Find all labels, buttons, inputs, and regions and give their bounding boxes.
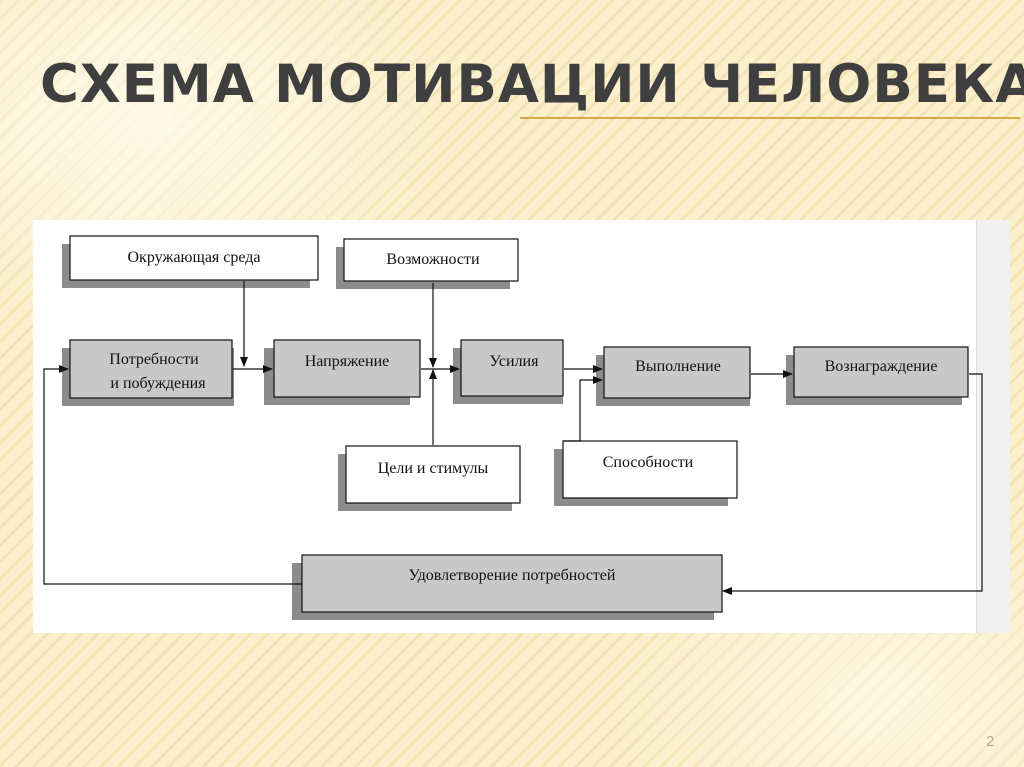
node-reward-label: Вознаграждение bbox=[825, 358, 938, 375]
node-efforts-label: Усилия bbox=[490, 353, 540, 370]
slide-title: СХЕМА МОТИВАЦИИ ЧЕЛОВЕКА bbox=[40, 54, 1024, 115]
title-underline bbox=[520, 117, 1020, 119]
node-satisfaction: Удовлетворение потребностей bbox=[292, 554, 723, 620]
node-needs-label-line1: Потребности bbox=[109, 351, 199, 368]
node-tension-label: Напряжение bbox=[305, 353, 390, 370]
node-goals: Цели и стимулы bbox=[338, 445, 521, 511]
node-needs-label-line2: и побуждения bbox=[110, 375, 206, 392]
node-environment: Окружающая среда bbox=[62, 235, 319, 288]
node-environment-label: Окружающая среда bbox=[127, 249, 260, 266]
node-abilities: Способности bbox=[554, 440, 738, 506]
arrow-satisfaction-to-needs bbox=[43, 365, 302, 585]
node-opportunities-label: Возможности bbox=[386, 251, 480, 268]
node-needs: Потребности и побуждения bbox=[62, 339, 234, 406]
node-tension: Напряжение bbox=[264, 339, 421, 405]
arrow-reward-to-satisfaction bbox=[722, 373, 983, 595]
node-performance-label: Выполнение bbox=[635, 358, 721, 375]
node-satisfaction-label: Удовлетворение потребностей bbox=[409, 567, 616, 584]
node-efforts: Усилия bbox=[453, 339, 564, 404]
arrow-abilities-to-performance bbox=[563, 376, 603, 442]
page-number: 2 bbox=[986, 733, 995, 750]
node-reward: Вознаграждение bbox=[786, 346, 969, 405]
node-performance: Выполнение bbox=[596, 346, 751, 406]
node-goals-label: Цели и стимулы bbox=[378, 460, 489, 477]
node-opportunities: Возможности bbox=[336, 238, 519, 289]
node-abilities-label: Способности bbox=[603, 454, 694, 471]
